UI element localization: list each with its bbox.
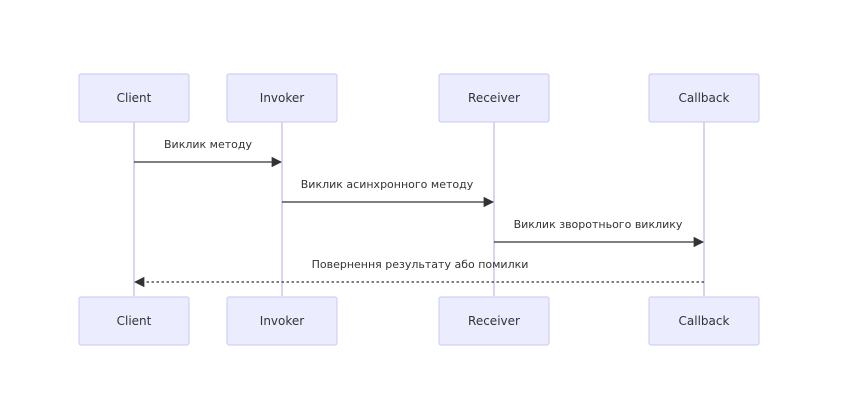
participant-label: Callback bbox=[679, 91, 730, 105]
participant-invoker-top: Invoker bbox=[226, 73, 338, 123]
message-3: Виклик зворотнього виклику bbox=[494, 218, 705, 248]
message-1: Виклик методу bbox=[134, 138, 283, 168]
participant-client-top: Client bbox=[78, 73, 190, 123]
participant-callback-top: Callback bbox=[648, 73, 760, 123]
message-label: Виклик асинхронного методу bbox=[301, 178, 474, 191]
participant-label: Callback bbox=[679, 314, 730, 328]
message-label: Повернення результату або помилки bbox=[312, 258, 529, 271]
participant-box bbox=[648, 296, 760, 346]
participant-label: Invoker bbox=[260, 91, 304, 105]
participant-box bbox=[648, 73, 760, 123]
participant-receiver-top: Receiver bbox=[438, 73, 550, 123]
message-label: Виклик зворотнього виклику bbox=[514, 218, 683, 231]
participant-box bbox=[226, 296, 338, 346]
participant-label: Invoker bbox=[260, 314, 304, 328]
participant-label: Client bbox=[117, 91, 152, 105]
participant-box bbox=[78, 296, 190, 346]
participant-label: Client bbox=[117, 314, 152, 328]
participant-receiver-bottom: Receiver bbox=[438, 296, 550, 346]
message-2: Виклик асинхронного методу bbox=[282, 178, 495, 208]
participant-box bbox=[226, 73, 338, 123]
participant-box bbox=[438, 296, 550, 346]
message-4: Повернення результату або помилки bbox=[133, 258, 704, 288]
participant-callback-bottom: Callback bbox=[648, 296, 760, 346]
participant-box bbox=[438, 73, 550, 123]
participant-invoker-bottom: Invoker bbox=[226, 296, 338, 346]
participant-client-bottom: Client bbox=[78, 296, 190, 346]
participant-label: Receiver bbox=[468, 91, 520, 105]
message-label: Виклик методу bbox=[164, 138, 252, 151]
participant-label: Receiver bbox=[468, 314, 520, 328]
lifelines bbox=[133, 122, 705, 296]
participant-box bbox=[78, 73, 190, 123]
